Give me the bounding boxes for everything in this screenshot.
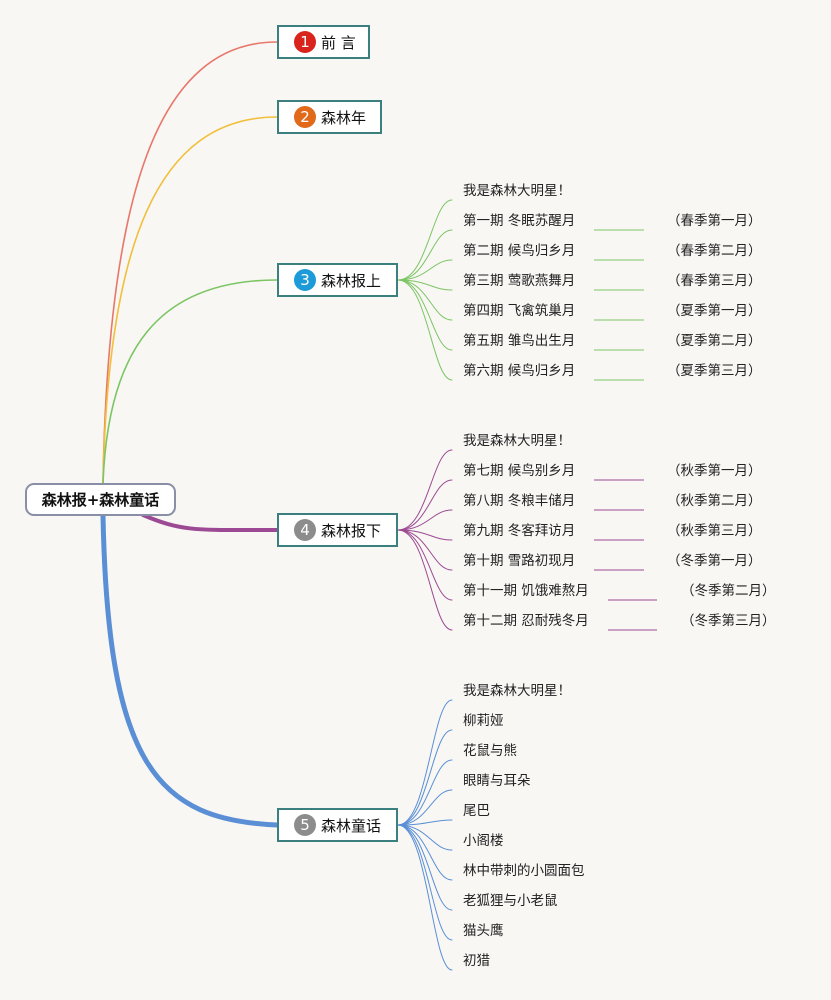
leaf-connector (397, 279, 453, 321)
subtopic-item[interactable]: 第三期 莺歌燕舞月 (463, 273, 576, 289)
leaf-connector (397, 449, 453, 531)
leaf-connector (397, 819, 453, 826)
subtopic-item[interactable]: 第九期 冬客拜访月 (463, 523, 576, 539)
subtopic-item[interactable]: 第十一期 饥饿难熬月 (463, 583, 589, 599)
subtopic-item[interactable]: 第十期 雪路初现月 (463, 553, 576, 569)
leaf-connector (397, 824, 453, 941)
leaf-connector (397, 229, 453, 281)
subtopic-item[interactable]: 小阁楼 (463, 833, 504, 849)
season-note[interactable]: （夏季第三月） (667, 363, 762, 379)
subtopic-item[interactable]: 第七期 候鸟别乡月 (463, 463, 576, 479)
leaf-connector (397, 529, 453, 601)
leaf-connector (397, 529, 453, 631)
season-note[interactable]: （秋季第一月） (667, 463, 762, 479)
root-topic[interactable]: 森林报+森林童话 (25, 483, 176, 516)
leaf-connector (397, 509, 453, 531)
season-note[interactable]: （春季第一月） (667, 213, 762, 229)
leaf-connector (397, 729, 453, 826)
topic-label: 森林报上 (321, 271, 382, 290)
leaf-connector (397, 759, 453, 826)
leaf-connector (397, 529, 453, 571)
subtopic-item[interactable]: 第十二期 忍耐残冬月 (463, 613, 589, 629)
subtopic-item[interactable]: 林中带刺的小圆面包 (463, 863, 585, 879)
branch-connector-4 (141, 513, 279, 533)
subtopic-item[interactable]: 柳莉娅 (463, 713, 504, 729)
leaf-connector (397, 824, 453, 971)
leaf-connector (397, 699, 453, 826)
topic-2[interactable]: 2 森林年 (277, 100, 382, 134)
season-note[interactable]: （冬季第三月） (681, 613, 776, 629)
subtopic-item[interactable]: 猫头鹰 (463, 923, 504, 939)
topic-label: 前 言 (321, 33, 356, 52)
subtopic-item[interactable]: 初猎 (463, 953, 490, 969)
subtopic-item[interactable]: 第二期 候鸟归乡月 (463, 243, 576, 259)
subtopic-item[interactable]: 第五期 雏鸟出生月 (463, 333, 576, 349)
subtopic-item[interactable]: 第六期 候鸟归乡月 (463, 363, 576, 379)
leaf-connector (397, 824, 453, 851)
subtopic-item[interactable]: 我是森林大明星！ (463, 183, 571, 199)
leaf-connector (397, 824, 453, 881)
season-note[interactable]: （夏季第二月） (667, 333, 762, 349)
number-badge-icon: 3 (294, 269, 316, 291)
leaf-connector (397, 279, 453, 351)
topic-4[interactable]: 4 森林报下 (277, 513, 398, 547)
subtopic-item[interactable]: 花鼠与熊 (463, 743, 517, 759)
season-note[interactable]: （秋季第三月） (667, 523, 762, 539)
number-badge-icon: 5 (294, 814, 316, 836)
topic-3[interactable]: 3 森林报上 (277, 263, 398, 297)
number-badge-icon: 2 (294, 106, 316, 128)
leaf-connector (397, 824, 453, 911)
topic-label: 森林报下 (321, 521, 382, 540)
subtopic-item[interactable]: 第一期 冬眠苏醒月 (463, 213, 576, 229)
season-note[interactable]: （夏季第一月） (667, 303, 762, 319)
subtopic-item[interactable]: 老狐狸与小老鼠 (463, 893, 558, 909)
subtopic-item[interactable]: 第四期 飞禽筑巢月 (463, 303, 576, 319)
number-badge-icon: 1 (294, 31, 316, 53)
branch-connector-1 (102, 41, 278, 484)
topic-1[interactable]: 1 前 言 (277, 25, 370, 59)
subtopic-item[interactable]: 尾巴 (463, 803, 490, 819)
topic-label: 森林童话 (321, 816, 382, 835)
branch-connector-5 (100, 513, 280, 828)
topic-label: 森林年 (321, 108, 367, 127)
leaf-connector (397, 259, 453, 281)
season-note[interactable]: （秋季第二月） (667, 493, 762, 509)
subtopic-item[interactable]: 我是森林大明星！ (463, 683, 571, 699)
number-badge-icon: 4 (294, 519, 316, 541)
season-note[interactable]: （春季第三月） (667, 273, 762, 289)
season-note[interactable]: （冬季第一月） (667, 553, 762, 569)
subtopic-item[interactable]: 我是森林大明星！ (463, 433, 571, 449)
branch-connector-2 (102, 116, 278, 484)
season-note[interactable]: （春季第二月） (667, 243, 762, 259)
topic-5[interactable]: 5 森林童话 (277, 808, 398, 842)
season-note[interactable]: （冬季第二月） (681, 583, 776, 599)
subtopic-item[interactable]: 眼睛与耳朵 (463, 773, 531, 789)
leaf-connector (397, 789, 453, 826)
branch-connector-3 (102, 279, 278, 484)
subtopic-item[interactable]: 第八期 冬粮丰储月 (463, 493, 576, 509)
leaf-connector (397, 199, 453, 281)
leaf-connector (397, 279, 453, 381)
root-topic-label: 森林报+森林童话 (41, 491, 160, 509)
leaf-connector (397, 479, 453, 531)
